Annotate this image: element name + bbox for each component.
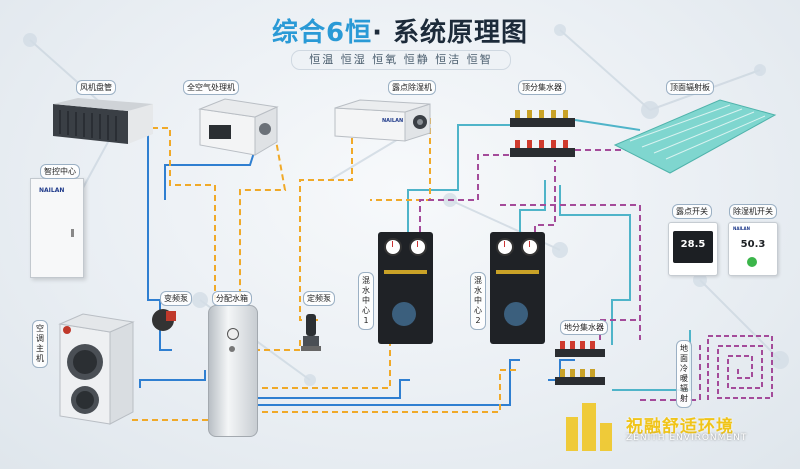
- pipe-purple-floorloop: [640, 345, 701, 401]
- pipe-blue-host: [139, 370, 206, 388]
- label-dew-switch: 露点开关: [672, 204, 712, 219]
- page-title: 综合6恒· 系统原理图: [0, 12, 800, 49]
- cabinet-brand: NAILAN: [39, 187, 65, 194]
- label-control-center: 智控中心: [40, 164, 80, 179]
- label-floor-manifold: 地分集水器: [560, 320, 608, 335]
- ceiling-radiant-panel: [610, 95, 780, 175]
- floor-manifold: [550, 335, 610, 405]
- dehumidifier-switch: NAILAN 50.3: [728, 222, 778, 276]
- control-center-cabinet: NAILAN: [30, 178, 84, 278]
- tank-port: [229, 346, 235, 352]
- ac-host-unit: [55, 312, 135, 427]
- floor-radiant-shape: [707, 335, 773, 400]
- dehum-switch-brand: NAILAN: [733, 226, 750, 231]
- top-manifold-shape: [510, 110, 575, 157]
- title-part1: 综合6恒: [271, 18, 373, 48]
- variable-pump: [148, 305, 178, 335]
- mixing-center-2: [490, 232, 545, 344]
- pipe-orange-tank-mix1: [252, 339, 408, 389]
- title-part2: · 系统原理图: [372, 18, 529, 48]
- cabinet-handle: [71, 229, 74, 237]
- pipe-purple-top2: [534, 160, 556, 232]
- subtitle: 恒温 恒湿 恒氧 恒静 恒洁 恒智: [291, 50, 511, 70]
- pipe-orange-tank-mix2: [252, 369, 520, 413]
- label-mix1: 混水中心1: [358, 272, 374, 330]
- watermark-cn: 祝融舒适环境: [626, 417, 734, 437]
- dew-switch-screen: 28.5: [673, 231, 713, 263]
- fresh-air-handler: [195, 97, 280, 157]
- tank-gauge: [227, 328, 239, 340]
- floor-radiant-loop: [700, 330, 780, 405]
- fresh-air-shape: [198, 98, 279, 156]
- mix2-valve: [496, 270, 539, 274]
- floor-manifold-shape: [555, 341, 605, 385]
- mix2-gauge-right: [521, 238, 539, 256]
- label-ceiling-radiant: 顶面辐射板: [666, 80, 714, 95]
- top-manifold: [505, 100, 580, 175]
- dew-point-switch: 28.5: [668, 222, 718, 276]
- ac-host-shape: [58, 313, 135, 425]
- label-top-manifold: 顶分集水器: [518, 80, 566, 95]
- watermark-en: ZENITH ENVIRONMENT: [626, 433, 748, 443]
- fixed-pump: [300, 312, 322, 354]
- dehum-switch-value: 50.3: [740, 239, 766, 250]
- dehumidifier-shape: [334, 99, 431, 142]
- watermark-logo-shape: [566, 403, 612, 451]
- label-floor-radiant: 地面冷暖辐射: [676, 340, 692, 408]
- variable-pump-shape: [152, 309, 176, 331]
- mix2-gauge-left: [496, 238, 514, 256]
- label-tank: 分配水箱: [212, 291, 252, 306]
- dehumidifier-brand: NAILAN: [382, 118, 404, 124]
- fixed-pump-shape: [301, 314, 321, 351]
- mix1-valve: [384, 270, 427, 274]
- dew-switch-value: 28.5: [680, 239, 706, 250]
- mix1-gauge-right: [409, 238, 427, 256]
- watermark-logo: [560, 395, 620, 455]
- label-ac-host: 空调主机: [32, 320, 48, 368]
- mix1-gauge-left: [384, 238, 402, 256]
- pipe-blue-tank-mix2: [252, 359, 520, 406]
- label-fan-coil: 风机盘管: [76, 80, 116, 95]
- pipe-orange-pump: [252, 340, 301, 351]
- pipe-orange-fancoil: [132, 127, 216, 300]
- pipe-cyan-top2: [519, 180, 546, 232]
- mix1-pump: [392, 302, 416, 326]
- pipe-blue-tank-mix1: [252, 379, 410, 399]
- distribution-tank: [208, 305, 258, 437]
- label-fixed-pump: 定频泵: [303, 291, 335, 306]
- fan-coil-unit: [48, 96, 158, 146]
- pipe-cyan-top: [407, 124, 510, 232]
- pipe-cyan-floor: [559, 185, 631, 345]
- label-mix2: 混水中心2: [470, 272, 486, 330]
- label-dehumidifier: 露点除湿机: [388, 80, 436, 95]
- label-dehum-switch: 除湿机开关: [729, 204, 777, 219]
- pipe-cyan-radiant: [574, 119, 641, 131]
- pipe-orange-freshair: [239, 134, 287, 300]
- dehumidifier-unit: NAILAN: [330, 98, 435, 143]
- ceiling-radiant-shape: [613, 99, 777, 174]
- dehum-switch-power-icon: [747, 257, 757, 267]
- pipe-purple-mix2: [500, 204, 641, 340]
- pipe-purple-top: [419, 154, 515, 232]
- mixing-center-1: [378, 232, 433, 344]
- label-fresh-air: 全空气处理机: [183, 80, 239, 95]
- fan-coil-shape: [53, 98, 153, 144]
- label-variable-pump: 变频泵: [160, 291, 192, 306]
- mix2-pump: [504, 302, 528, 326]
